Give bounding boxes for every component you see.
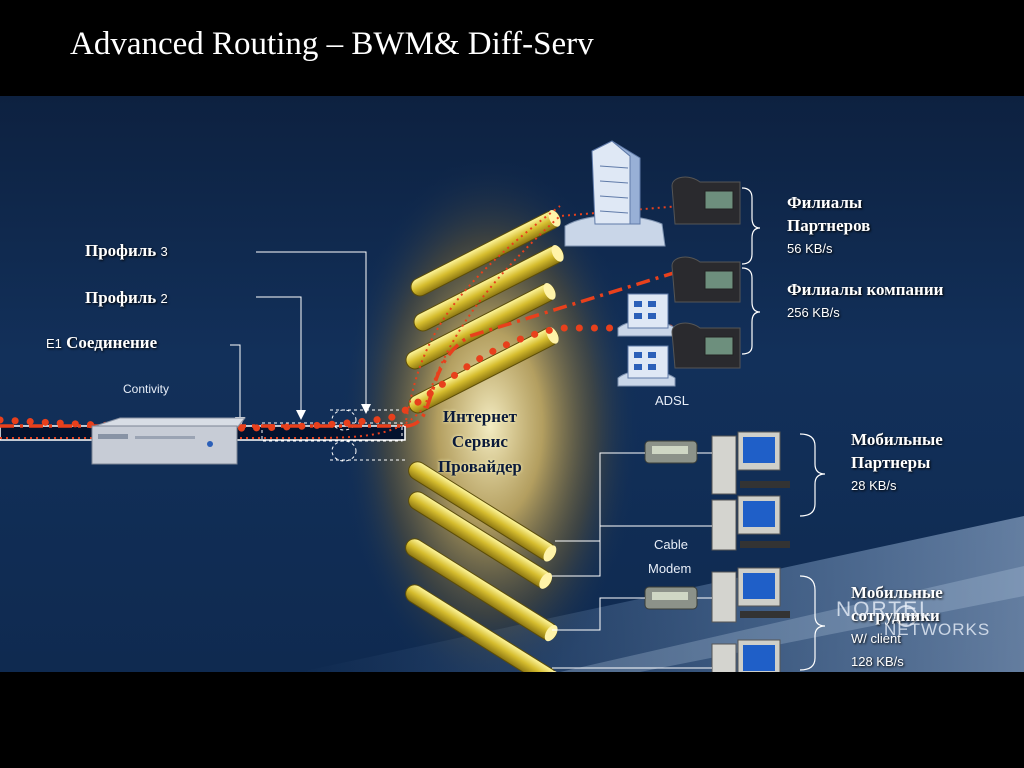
e1-pointer xyxy=(230,344,241,421)
brace-company xyxy=(741,267,761,355)
tunnel-outline xyxy=(261,422,403,442)
company-branches-label: Филиалы компании 256 KB/s xyxy=(787,280,944,320)
light-streak xyxy=(560,566,1024,672)
phone-icon xyxy=(671,322,741,369)
mobile-staff-label: Мобильные сотрудники W/ client 128 KB/s xyxy=(851,583,943,669)
profile2-label: Профиль 2 xyxy=(85,288,168,307)
partner-branches-label: Филиалы Партнеров 56 KB/s xyxy=(787,193,871,256)
computer-icon xyxy=(711,495,790,551)
diagram-area: Профиль 3 Профиль 2 E1 Соединение Contiv… xyxy=(0,96,1024,672)
computer-icon xyxy=(711,639,781,672)
phone-icon xyxy=(671,176,741,225)
e1-connection-label: E1 Соединение xyxy=(46,333,158,352)
logo-text-networks: NETWORKS xyxy=(884,620,991,639)
cable-label: Cable xyxy=(654,537,688,552)
brace-mobile-staff xyxy=(799,575,826,671)
upper-tubes xyxy=(405,210,564,414)
connector-line xyxy=(552,597,645,631)
logo-text-nortel: NORTEL xyxy=(836,598,933,621)
cable-modem-icon xyxy=(644,440,698,464)
profile3-pointer xyxy=(256,251,367,408)
nortel-logo xyxy=(895,605,917,627)
phone-icon xyxy=(671,256,741,303)
building-icon xyxy=(564,140,666,247)
profile3-label: Профиль 3 xyxy=(85,241,168,260)
connector-line xyxy=(552,525,712,577)
branch-building-icon xyxy=(617,345,676,387)
slide-title: Advanced Routing – BWM& Diff-Serv xyxy=(70,26,594,62)
connector-line xyxy=(555,452,645,542)
flow-dotted-small xyxy=(0,205,681,439)
brace-mobile-partners xyxy=(799,433,826,517)
isp-label: Интернет Сервис Провайдер xyxy=(438,407,522,476)
modem-label: Modem xyxy=(648,561,692,576)
contivity-device xyxy=(91,417,247,465)
lower-tubes xyxy=(405,461,558,672)
contivity-label: Contivity xyxy=(123,382,170,396)
network-diagram xyxy=(0,140,1024,672)
adsl-label: ADSL xyxy=(655,393,689,408)
computer-icon xyxy=(711,431,790,495)
computer-icon xyxy=(711,567,790,623)
profile2-pointer xyxy=(256,296,302,414)
cable-modem-icon xyxy=(644,586,698,610)
flow-dashdot xyxy=(0,269,681,428)
mobile-partners-label: Мобильные Партнеры 28 KB/s xyxy=(851,430,943,493)
brace-partners xyxy=(741,187,761,265)
